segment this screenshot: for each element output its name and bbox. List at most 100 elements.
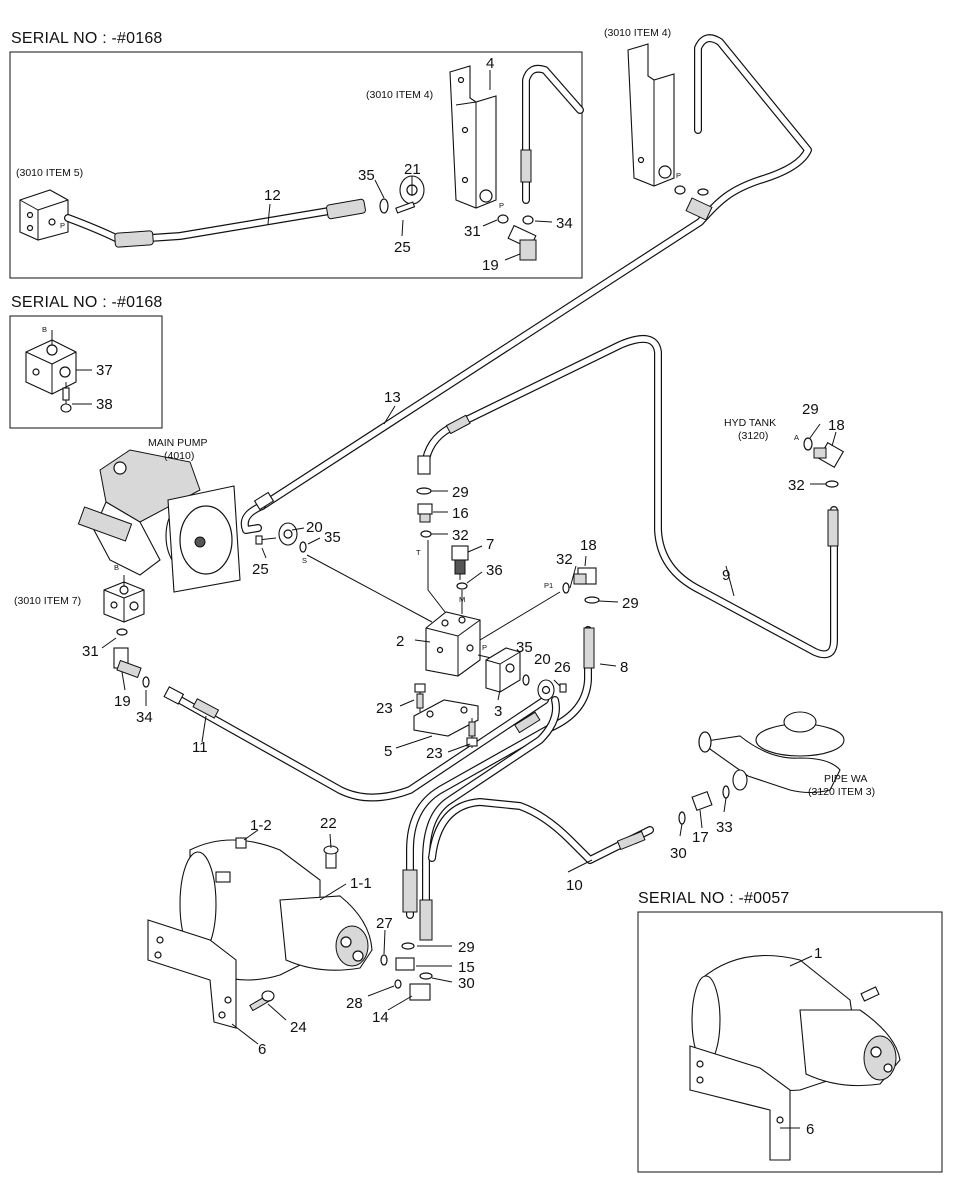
callout-32-right: 32 xyxy=(556,551,573,568)
bolt-22 xyxy=(323,845,339,869)
elbow-18-tank xyxy=(813,441,845,469)
caption-pipe-wa-2: (3120 ITEM 3) xyxy=(808,786,875,798)
o-ring-34 xyxy=(142,676,150,688)
o-ring-28 xyxy=(394,979,402,989)
hose-item-4-top xyxy=(520,64,584,204)
callout-30-pipe: 30 xyxy=(670,845,687,862)
port-p-item4-right: P xyxy=(676,171,681,180)
callout-leaders xyxy=(101,70,837,1129)
bolt-23-lower xyxy=(466,718,478,748)
elbow-14 xyxy=(409,983,431,1001)
callout-6: 6 xyxy=(258,1041,266,1058)
caption-main-pump-1: MAIN PUMP xyxy=(148,437,208,449)
caption-hyd-tank-2: (3120) xyxy=(738,430,768,442)
callout-18-tank: 18 xyxy=(828,417,845,434)
o-ring-30-pipe xyxy=(678,811,686,825)
o-ring-29-tank xyxy=(803,437,813,451)
caption-3010-item4-top: (3010 ITEM 4) xyxy=(366,89,433,101)
port-p1: P1 xyxy=(544,581,553,590)
block-item-4-b xyxy=(627,43,713,221)
o-ring-35-plate xyxy=(522,674,530,686)
callout-35-top: 35 xyxy=(358,167,375,184)
o-ring-31 xyxy=(116,628,128,636)
bracket-5 xyxy=(413,699,479,737)
bolt-24 xyxy=(249,990,275,1012)
callout-32-center: 32 xyxy=(452,527,469,544)
caption-pipe-wa-1: PIPE WA xyxy=(824,773,867,785)
callout-21: 21 xyxy=(404,161,421,178)
adapter-17 xyxy=(691,790,713,812)
callout-30-lower: 30 xyxy=(458,975,475,992)
callout-29-lower: 29 xyxy=(458,939,475,956)
callout-20-plate: 20 xyxy=(534,651,551,668)
flange-20-pump xyxy=(278,522,298,546)
callout-16: 16 xyxy=(452,505,469,522)
caption-hyd-tank-1: HYD TANK xyxy=(724,417,776,429)
callout-34-top: 34 xyxy=(556,215,573,232)
o-ring-35-top xyxy=(379,198,389,214)
callout-34: 34 xyxy=(136,709,153,726)
callout-25-pump: 25 xyxy=(252,561,269,578)
port-a-tank: A xyxy=(794,433,799,442)
callout-1-2: 1-2 xyxy=(250,817,272,834)
callout-38: 38 xyxy=(96,396,113,413)
caption-3010-item7: (3010 ITEM 7) xyxy=(14,595,81,607)
callout-35-pump: 35 xyxy=(324,529,341,546)
callout-17: 17 xyxy=(692,829,709,846)
elbow-15 xyxy=(395,957,415,971)
adapter-16 xyxy=(417,503,433,523)
flange-21 xyxy=(395,175,425,214)
callout-11: 11 xyxy=(192,739,208,756)
callout-1: 1 xyxy=(814,945,822,962)
callout-1-1: 1-1 xyxy=(350,875,372,892)
flange-20-plate xyxy=(537,679,555,701)
callout-23-upper: 23 xyxy=(376,700,393,717)
callout-13: 13 xyxy=(384,389,401,406)
callout-5: 5 xyxy=(384,743,392,760)
o-ring-27 xyxy=(380,954,388,966)
callout-19: 19 xyxy=(114,693,131,710)
hose-8 xyxy=(406,626,592,939)
callout-22: 22 xyxy=(320,815,337,832)
callout-25-top: 25 xyxy=(394,239,411,256)
callout-23-lower: 23 xyxy=(426,745,443,762)
inset-frame-mid xyxy=(9,315,163,429)
callout-31-top: 31 xyxy=(464,223,481,240)
o-ring-36 xyxy=(456,582,468,590)
serial-header-bottom: SERIAL NO : -#0057 xyxy=(638,890,790,907)
power-pack-1-inset xyxy=(691,954,901,1092)
callout-37: 37 xyxy=(96,362,113,379)
bolt-38 xyxy=(60,382,92,413)
callout-8: 8 xyxy=(620,659,628,676)
callout-20-pump: 20 xyxy=(306,519,323,536)
port-m: M xyxy=(459,595,465,604)
o-ring-29-lower xyxy=(401,942,415,950)
callout-24: 24 xyxy=(290,1019,307,1036)
port-b-item7: B xyxy=(114,563,119,572)
callout-10: 10 xyxy=(566,877,583,894)
callout-33: 33 xyxy=(716,819,733,836)
callout-31: 31 xyxy=(82,643,99,660)
callout-29-tank: 29 xyxy=(802,401,819,418)
o-ring-35-pump xyxy=(299,541,307,553)
main-pump xyxy=(77,449,241,593)
callout-36: 36 xyxy=(486,562,503,579)
plate-3 xyxy=(485,647,521,693)
valve-block-item-7 xyxy=(103,575,145,623)
o-ring-29-center xyxy=(416,487,432,495)
callout-15: 15 xyxy=(458,959,475,976)
pump-1-1 xyxy=(279,895,373,971)
valve-block-37 xyxy=(25,330,92,395)
o-ring-32-center xyxy=(420,530,432,538)
callout-7: 7 xyxy=(486,536,494,553)
valve-block-top-left xyxy=(19,189,69,241)
callout-19-top: 19 xyxy=(482,257,499,274)
elbow-19-top xyxy=(507,224,537,261)
bracket-6 xyxy=(147,919,237,1029)
serial-header-mid: SERIAL NO : -#0168 xyxy=(11,294,163,311)
elbow-19 xyxy=(113,647,142,679)
port-p-block: P xyxy=(482,643,487,652)
inset-frame-bottom xyxy=(637,911,943,1173)
o-ring-29-right xyxy=(584,596,600,604)
